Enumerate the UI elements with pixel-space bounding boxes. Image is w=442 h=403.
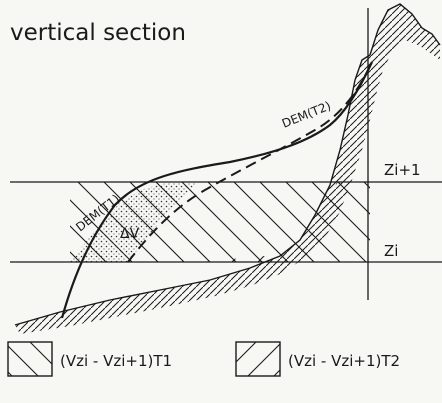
- diagram-title: vertical section: [10, 20, 186, 46]
- legend-swatch-t2: [235, 341, 281, 377]
- legend-label-t2: (Vzi - Vzi+1)T2: [288, 352, 400, 370]
- legend-label-t1: (Vzi - Vzi+1)T1: [60, 352, 172, 370]
- delta-v-label: ΔV: [120, 226, 140, 242]
- ground-line: [14, 3, 441, 326]
- legend: (Vzi - Vzi+1)T1 (Vzi - Vzi+1)T2: [7, 341, 400, 377]
- dem-t1-curve: [60, 61, 373, 319]
- dem-t2-label: DEM(T2): [280, 99, 333, 131]
- level-label-upper: Zi+1: [384, 161, 421, 179]
- terrain-hatch: [15, 4, 440, 334]
- level-label-lower: Zi: [384, 242, 398, 260]
- legend-swatch-t1: [7, 341, 53, 377]
- dem-t2-curve: [127, 61, 373, 263]
